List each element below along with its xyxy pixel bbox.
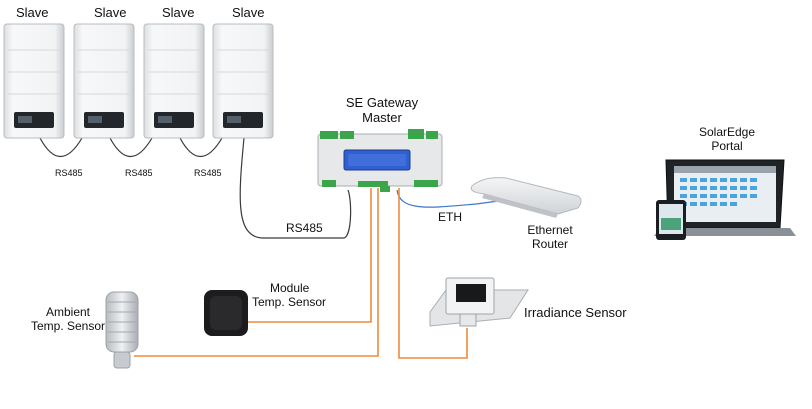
- rs485-link-label-2: RS485: [125, 168, 153, 178]
- portal-label: SolarEdge Portal: [692, 125, 762, 154]
- module-sensor-cable: [236, 188, 372, 323]
- irradiance-sensor-device: [429, 277, 529, 327]
- rs485-link-label-3: RS485: [194, 168, 222, 178]
- ambient-sensor-label-line2: Temp. Sensor: [30, 318, 106, 333]
- solaredge-portal-device: [654, 159, 796, 240]
- rs485-cable-1-2: [39, 137, 83, 157]
- rs485-bus-label: RS485: [286, 221, 323, 235]
- inverter-slave-2: [73, 23, 135, 139]
- slave-label-2: Slave: [94, 5, 127, 20]
- ambient-temp-sensor-device: [105, 291, 139, 369]
- ambient-sensor-label: Ambient Temp. Sensor: [28, 305, 108, 334]
- gateway-label-line1: SE Gateway: [345, 95, 419, 110]
- irradiance-sensor-cable: [398, 188, 468, 359]
- rs485-daisy-chain-cables: [39, 137, 223, 157]
- router-label-line2: Router: [531, 236, 569, 251]
- inverter-slave-3: [143, 23, 205, 139]
- router-label-line1: Ethernet: [527, 223, 573, 237]
- gateway-label-line2: Master: [362, 109, 402, 125]
- rs485-bus-cable: [239, 137, 352, 239]
- sensor-cables: [134, 188, 468, 359]
- module-temp-sensor-device: [204, 290, 248, 336]
- portal-label-line1: SolarEdge: [698, 125, 756, 139]
- ambient-sensor-label-line1: Ambient: [45, 305, 91, 319]
- rs485-cable-3-4: [179, 137, 223, 157]
- module-sensor-label-line2: Temp. Sensor: [252, 294, 327, 309]
- slave-label-3: Slave: [162, 5, 195, 20]
- ambient-sensor-cable: [134, 188, 379, 357]
- slave-inverters: [3, 23, 274, 139]
- rs485-cable-2-3: [109, 137, 153, 157]
- inverter-slave-1: [3, 23, 65, 139]
- se-gateway-device: [317, 129, 443, 192]
- slave-label-1: Slave: [16, 5, 49, 20]
- module-sensor-label: Module Temp. Sensor: [252, 281, 327, 310]
- inverter-slave-4: [212, 23, 274, 139]
- module-sensor-label-line1: Module: [270, 281, 310, 295]
- eth-label: ETH: [438, 210, 462, 224]
- gateway-label: SE Gateway Master: [342, 95, 422, 126]
- slave-label-4: Slave: [232, 5, 265, 20]
- router-label: Ethernet Router: [520, 223, 580, 252]
- portal-label-line2: Portal: [711, 138, 743, 153]
- irradiance-sensor-label: Irradiance Sensor: [524, 305, 627, 320]
- ethernet-router-device: [470, 177, 582, 218]
- rs485-link-label-1: RS485: [55, 168, 83, 178]
